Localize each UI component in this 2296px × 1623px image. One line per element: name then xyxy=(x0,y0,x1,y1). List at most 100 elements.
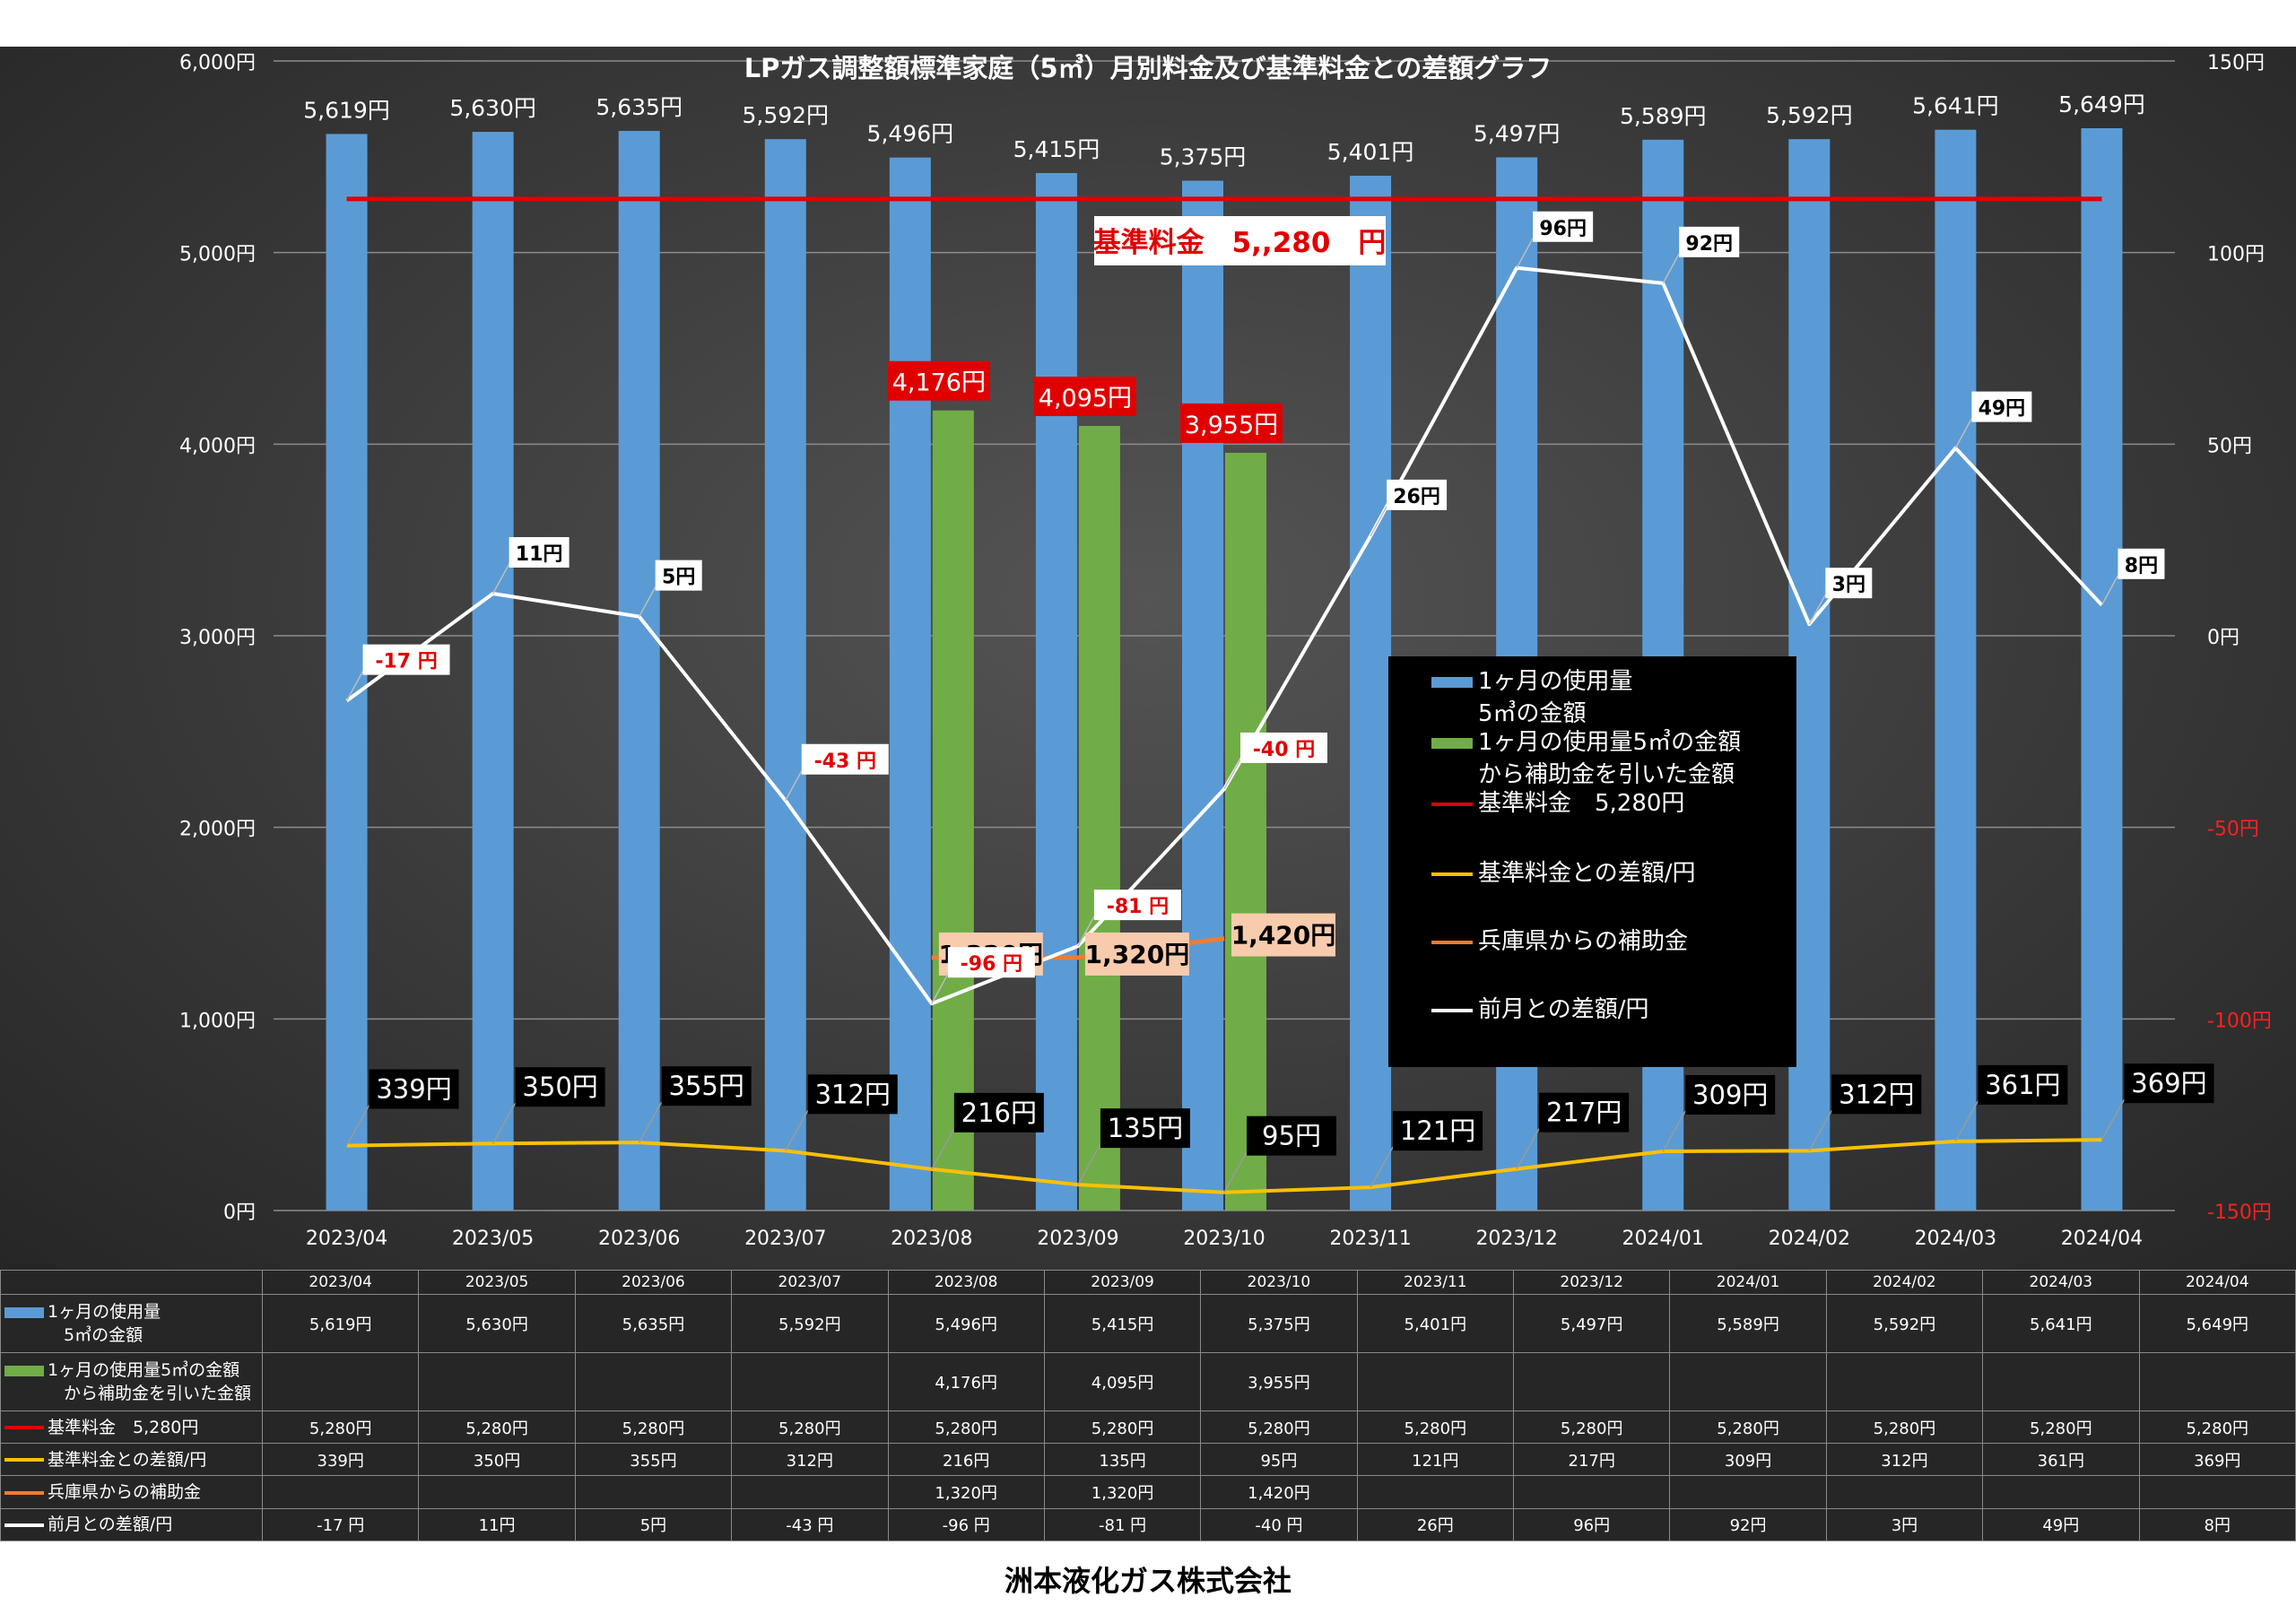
y-right-tick-label: -50円 xyxy=(2207,819,2259,841)
bar-monthly-charge xyxy=(889,157,931,1211)
legend-entry: 兵庫県からの補助金 xyxy=(1478,925,1688,958)
legend-entry: 前月との差額/円 xyxy=(1478,994,1649,1026)
bar-monthly-charge-label: 5,592円 xyxy=(742,102,829,128)
legend-label: 5㎥の金額 xyxy=(1478,700,1587,727)
table-cell xyxy=(2138,1352,2296,1412)
leader-line xyxy=(1516,238,1534,269)
table-header-cell: 2023/10 xyxy=(1200,1269,1358,1296)
diff-label-bg xyxy=(1539,1092,1630,1133)
table-cell: 5,415円 xyxy=(1043,1294,1202,1354)
table-row-label: 基準料金との差額/円 xyxy=(0,1443,263,1477)
bar-monthly-charge xyxy=(1182,180,1223,1211)
mom-label-bg xyxy=(1093,890,1181,921)
mom-label-bg xyxy=(1825,568,1873,599)
diff-label-bg xyxy=(2124,1063,2214,1104)
mom-label-bg xyxy=(1533,211,1594,242)
table-cell: 8円 xyxy=(2138,1507,2296,1542)
diff-label-bg xyxy=(807,1074,898,1115)
diff-label: 350円 xyxy=(522,1072,597,1102)
diff-label: 135円 xyxy=(1108,1113,1183,1143)
legend-swatch xyxy=(1431,941,1473,944)
leader-line xyxy=(1954,418,1973,448)
subsidy-label: 1,420円 xyxy=(1231,921,1336,950)
leader-line xyxy=(2100,1098,2126,1141)
table-cell: 1,320円 xyxy=(887,1475,1045,1509)
bar-after-subsidy-label-group: 3,955円 xyxy=(1180,403,1283,443)
table-row-label-line: 5㎥の金額 xyxy=(64,1325,144,1346)
mom-label-bg xyxy=(362,644,450,675)
table-swatch xyxy=(4,1490,44,1495)
table-cell: 369円 xyxy=(2138,1443,2296,1477)
table-cell: 49円 xyxy=(1982,1507,2140,1542)
table-cell xyxy=(1512,1352,1671,1412)
table-cell: 5,497円 xyxy=(1512,1294,1671,1354)
x-tick-label: 2024/04 xyxy=(2061,1228,2143,1250)
table-cell xyxy=(1669,1352,1827,1412)
y-left-tick-label: 3,000円 xyxy=(179,627,256,649)
table-cell xyxy=(1982,1352,2140,1412)
mom-label-bg xyxy=(1240,732,1327,763)
diff-label: 217円 xyxy=(1546,1098,1622,1128)
table-cell: 5,280円 xyxy=(418,1410,576,1445)
x-tick-label: 2023/10 xyxy=(1183,1228,1265,1250)
bar-monthly-charge xyxy=(472,132,514,1211)
bar-monthly-charge-label: 5,401円 xyxy=(1327,139,1414,165)
table-cell: 5,401円 xyxy=(1356,1294,1515,1354)
table-header-cell: 2023/09 xyxy=(1043,1269,1202,1296)
table-cell: 135円 xyxy=(1043,1443,1202,1477)
table-cell: 5,280円 xyxy=(1669,1410,1827,1445)
leader-line xyxy=(345,671,364,702)
x-tick-label: 2023/09 xyxy=(1037,1228,1118,1250)
mom-label: 8円 xyxy=(2125,555,2158,577)
table-cell xyxy=(1825,1352,1984,1412)
table-cell xyxy=(418,1475,576,1509)
table-cell xyxy=(1669,1475,1827,1509)
bar-monthly-charge-label: 5,619円 xyxy=(303,97,390,123)
y-left-tick-label: 1,000円 xyxy=(179,1010,256,1032)
table-cell: 339円 xyxy=(261,1443,420,1477)
table-header-cell: 2024/04 xyxy=(2138,1269,2296,1296)
table-cell: 5円 xyxy=(574,1507,733,1542)
bar-after-subsidy-label: 4,176円 xyxy=(892,369,986,397)
table-cell: 361円 xyxy=(1982,1443,2140,1477)
diff-label-bg xyxy=(515,1067,605,1107)
table-cell xyxy=(1982,1475,2140,1509)
table-cell: 26円 xyxy=(1356,1507,1515,1542)
table-cell: 121円 xyxy=(1356,1443,1515,1477)
table-cell xyxy=(1356,1352,1515,1412)
bar-monthly-charge-label: 5,375円 xyxy=(1160,144,1247,170)
table-swatch xyxy=(4,1523,44,1527)
table-cell: 5,592円 xyxy=(1825,1294,1984,1354)
table-cell: 5,280円 xyxy=(574,1410,733,1445)
x-tick-label: 2024/02 xyxy=(1769,1228,1850,1250)
x-tick-label: 2023/11 xyxy=(1329,1228,1411,1250)
leader-line xyxy=(639,1101,663,1143)
legend-label: 基準料金との差額/円 xyxy=(1478,860,1696,887)
table-header-cell: 2023/07 xyxy=(731,1269,889,1296)
table-row-label: 兵庫県からの補助金 xyxy=(0,1475,263,1509)
legend-entry: 基準料金との差額/円 xyxy=(1478,857,1696,890)
x-tick-label: 2023/08 xyxy=(891,1228,972,1250)
reference-annotation: 基準料金 5,,280 円 xyxy=(1093,216,1386,265)
table-row-label-line: 基準料金との差額/円 xyxy=(4,1448,262,1471)
diff-label-bg xyxy=(1978,1064,2068,1105)
table-cell: -43 円 xyxy=(731,1507,889,1542)
mom-label: -81 円 xyxy=(1107,896,1169,918)
y-right-tick-label: -150円 xyxy=(2207,1202,2272,1224)
table-cell: 3円 xyxy=(1825,1507,1984,1542)
leader-line xyxy=(639,586,657,617)
diff-label: 312円 xyxy=(815,1079,891,1109)
table-cell: 312円 xyxy=(1825,1443,1984,1477)
mom-label: 49円 xyxy=(1979,398,2026,421)
mom-label: -96 円 xyxy=(961,953,1022,976)
table-cell: 309円 xyxy=(1669,1443,1827,1477)
table-row-label-line: 基準料金 5,280円 xyxy=(4,1416,262,1439)
y-right-tick-label: -100円 xyxy=(2207,1010,2272,1032)
table-cell xyxy=(731,1475,889,1509)
legend-label: 1ヶ月の使用量 xyxy=(1478,668,1633,695)
diff-label: 95円 xyxy=(1262,1121,1321,1151)
chart-title: LPガス調整額標準家庭（5㎥）月別料金及び基準料金との差額グラフ xyxy=(744,53,1552,83)
